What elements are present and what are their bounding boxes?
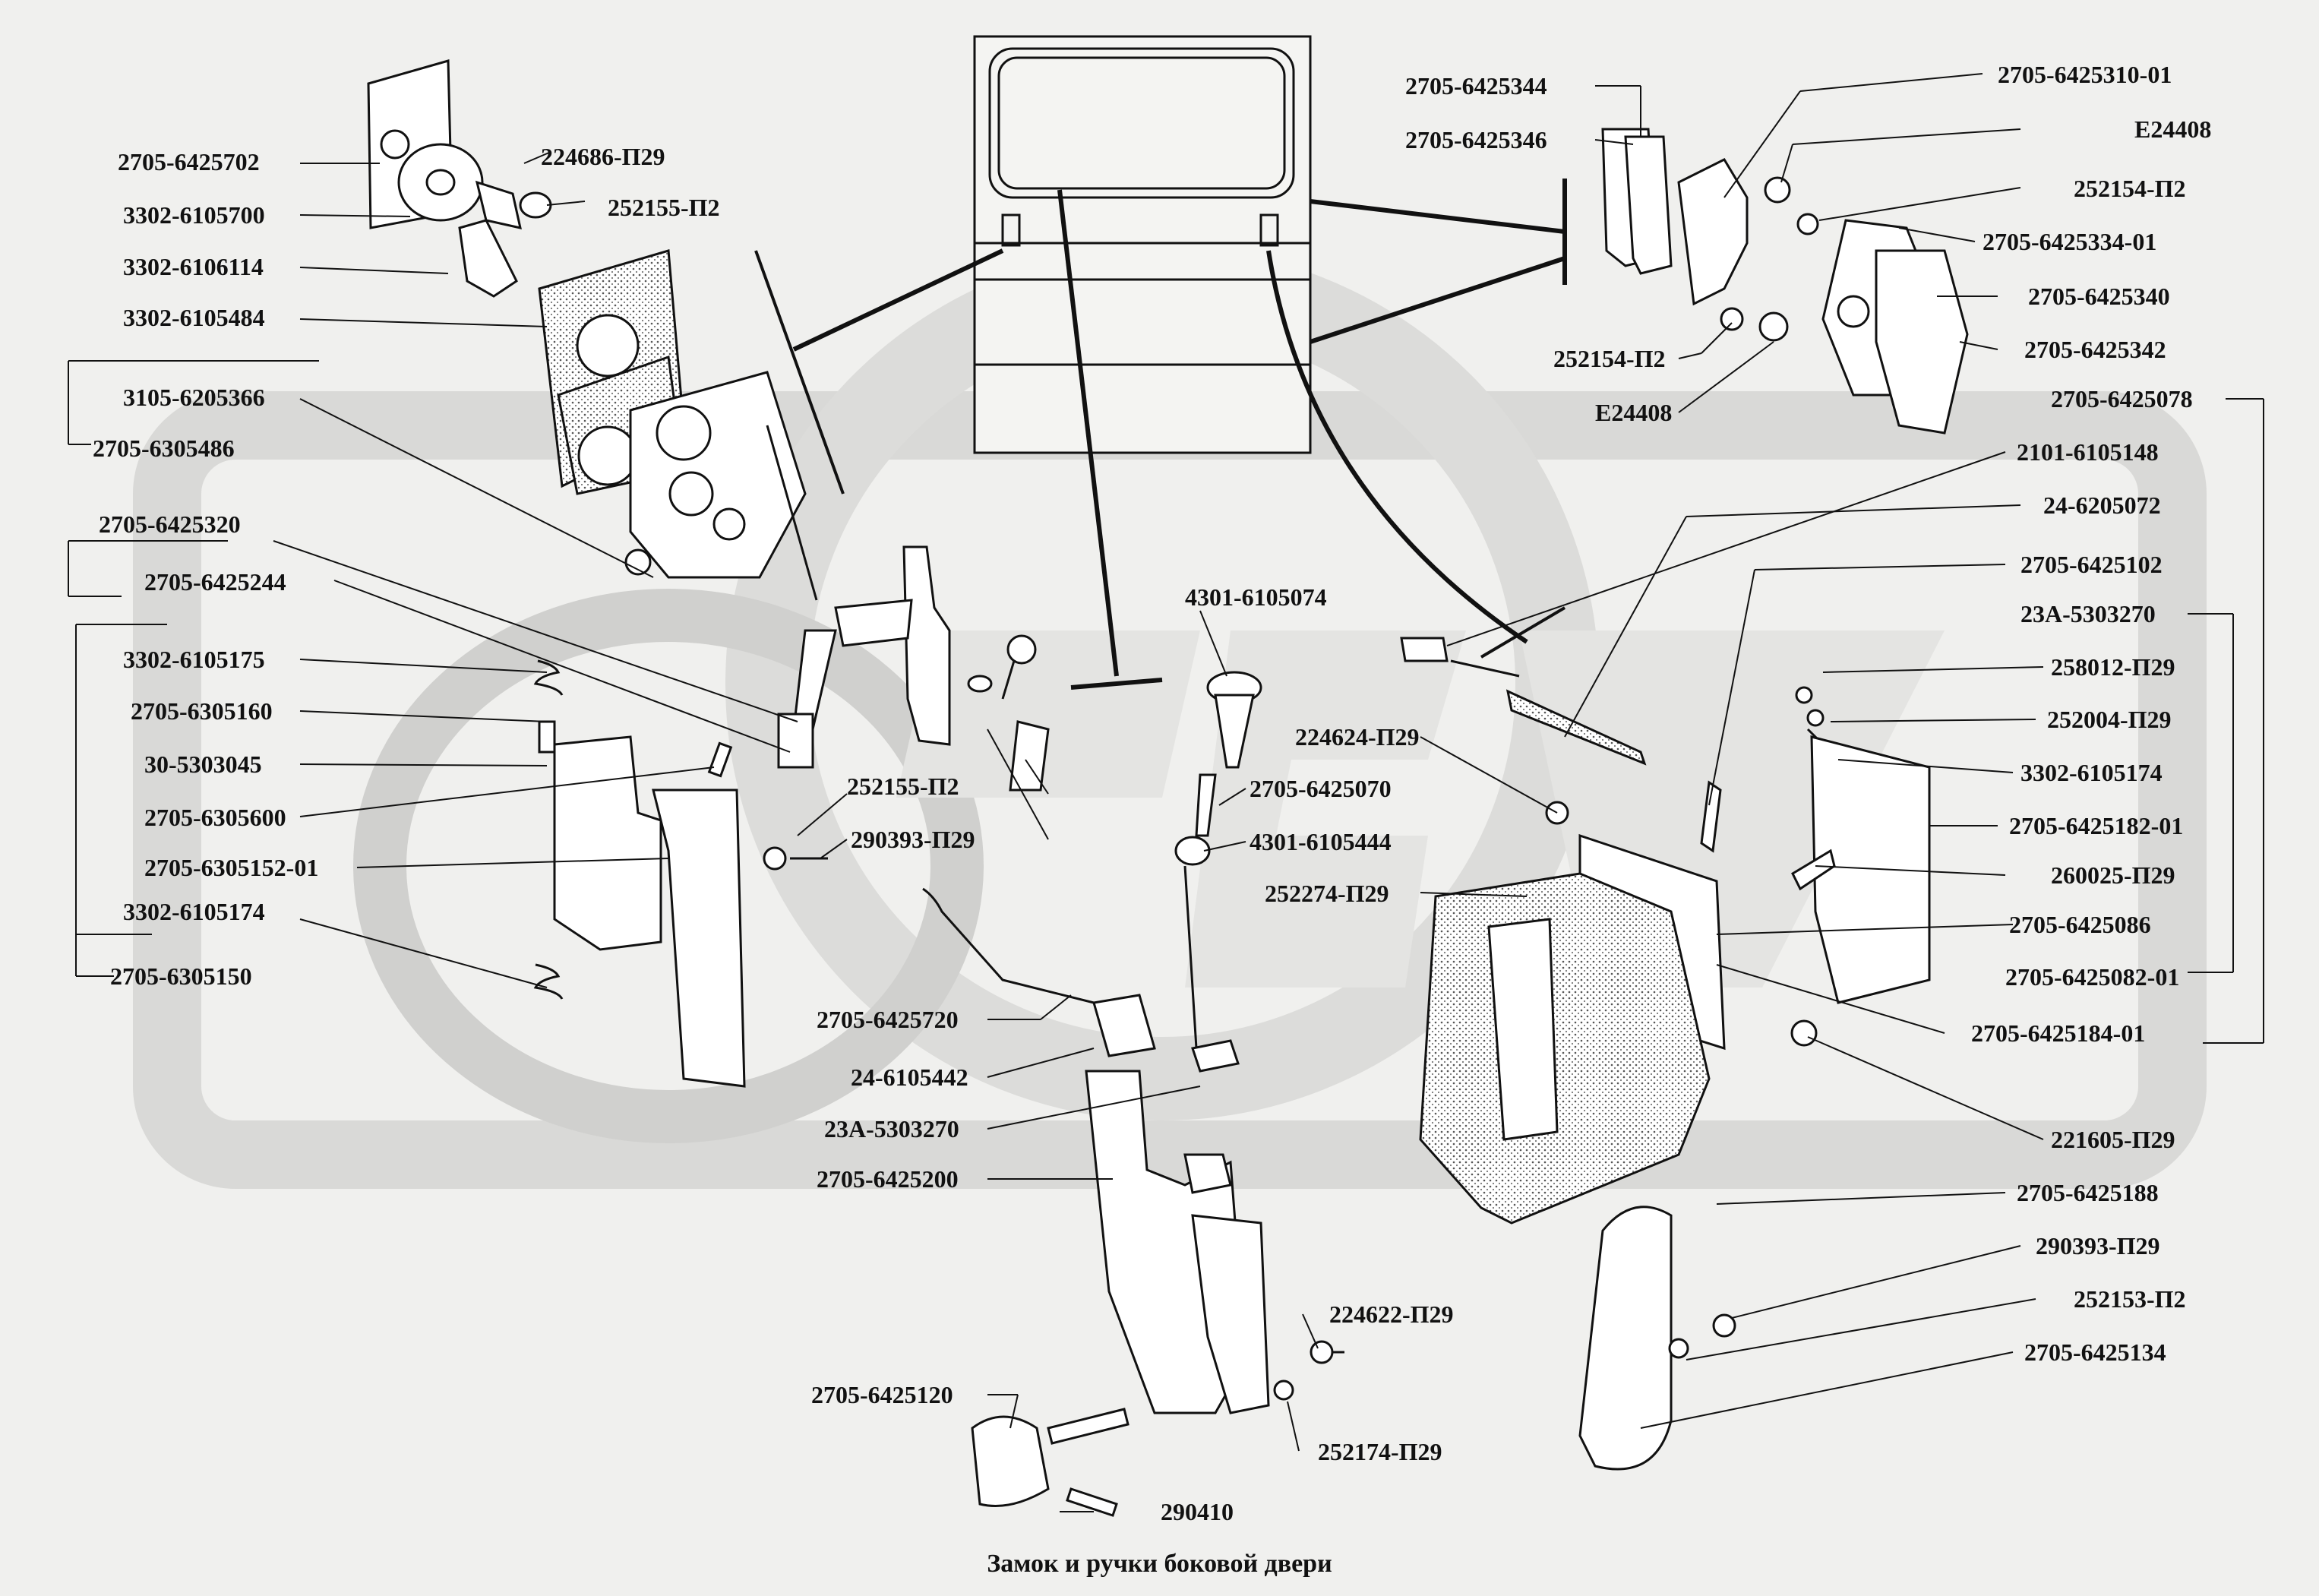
part-label: 24-6105442 — [851, 1063, 968, 1091]
part-label: 23А-5303270 — [2020, 600, 2156, 627]
part-label: 290393-П29 — [851, 826, 975, 853]
part-label: 3302-6105484 — [123, 304, 265, 331]
part-label: 2705-6425200 — [817, 1165, 959, 1193]
part-label: 2705-6425334-01 — [1983, 228, 2157, 255]
part-label: 2705-6425184-01 — [1971, 1019, 2146, 1047]
part-label: 2705-6425340 — [2028, 283, 2170, 310]
part-label: 252153-П2 — [2074, 1285, 2186, 1313]
part-label: 3302-6106114 — [123, 253, 264, 280]
part-label: 4301-6105074 — [1185, 583, 1327, 611]
part-label: 252174-П29 — [1318, 1438, 1442, 1465]
rod-assembly-center — [922, 671, 1344, 1517]
part-label: E24408 — [1595, 399, 1673, 426]
part-label: 4301-6105444 — [1250, 828, 1392, 855]
parts — [68, 35, 2264, 1517]
part-label: 258012-П29 — [2051, 653, 2175, 681]
lock-assembly-left — [367, 59, 818, 601]
part-label: 252004-П29 — [2047, 706, 2172, 733]
part-label: 2705-6305600 — [144, 804, 286, 831]
part-label: 2705-6425134 — [2024, 1338, 2166, 1366]
door-outline — [973, 35, 1312, 454]
part-label: 24-6205072 — [2043, 491, 2161, 519]
part-label: 2705-6305152-01 — [144, 854, 319, 881]
part-label: 2705-6425086 — [2009, 911, 2151, 938]
part-label: 290393-П29 — [2036, 1232, 2160, 1259]
lever-assembly-left — [533, 545, 1050, 1088]
part-label: 3302-6105175 — [123, 646, 265, 673]
part-label: 2705-6305486 — [93, 435, 235, 462]
part-label: 2705-6425120 — [811, 1381, 953, 1408]
hinge-plates-right — [1601, 128, 1969, 435]
diagram-caption: Замок и ручки боковой двери — [987, 1550, 1332, 1578]
part-label: 2705-6425102 — [2020, 551, 2163, 578]
part-label: 23А-5303270 — [824, 1115, 959, 1142]
part-label: 3105-6205366 — [123, 384, 265, 411]
part-label: 290410 — [1161, 1498, 1234, 1525]
leader-lines — [68, 73, 2264, 1512]
part-label: 252154-П2 — [1553, 345, 1666, 372]
part-label: 3302-6105174 — [123, 898, 265, 925]
part-label: 252274-П29 — [1265, 880, 1389, 907]
part-label: 2705-6425082-01 — [2005, 963, 2180, 991]
part-label: 30-5303045 — [144, 751, 262, 778]
part-label: 2705-6425182-01 — [2009, 812, 2184, 839]
part-label: 224622-П29 — [1329, 1301, 1454, 1328]
part-label: 2705-6425070 — [1250, 775, 1392, 802]
part-label: 2705-6425346 — [1405, 126, 1547, 153]
part-label: 2705-6425310-01 — [1998, 61, 2172, 88]
part-label: 224686-П29 — [541, 143, 665, 170]
part-label: 252154-П2 — [2074, 175, 2186, 202]
part-label: 252155-П2 — [608, 194, 720, 221]
part-label: 2705-6425720 — [817, 1006, 959, 1033]
part-label: 2705-6425320 — [99, 510, 241, 538]
part-label: 2101-6105148 — [2017, 438, 2159, 466]
part-label: 3302-6105174 — [2020, 759, 2163, 786]
part-label: E24408 — [2134, 115, 2212, 143]
part-label: 2705-6425344 — [1405, 72, 1547, 100]
part-label: 224624-П29 — [1295, 723, 1420, 751]
part-label: 2705-6425244 — [144, 568, 286, 596]
part-label: 2705-6425702 — [118, 148, 260, 175]
part-label: 2705-6305150 — [110, 962, 252, 990]
part-label: 3302-6105700 — [123, 201, 265, 229]
part-label: 221605-П29 — [2051, 1126, 2175, 1153]
part-label: 2705-6425188 — [2017, 1179, 2159, 1206]
part-label: 252155-П2 — [847, 773, 959, 800]
part-label: 2705-6425078 — [2051, 385, 2193, 412]
part-label: 2705-6305160 — [131, 697, 273, 725]
part-label: 2705-6425342 — [2024, 336, 2166, 363]
handle-assembly-right — [1400, 637, 1931, 1471]
part-label: 260025-П29 — [2051, 861, 2175, 889]
